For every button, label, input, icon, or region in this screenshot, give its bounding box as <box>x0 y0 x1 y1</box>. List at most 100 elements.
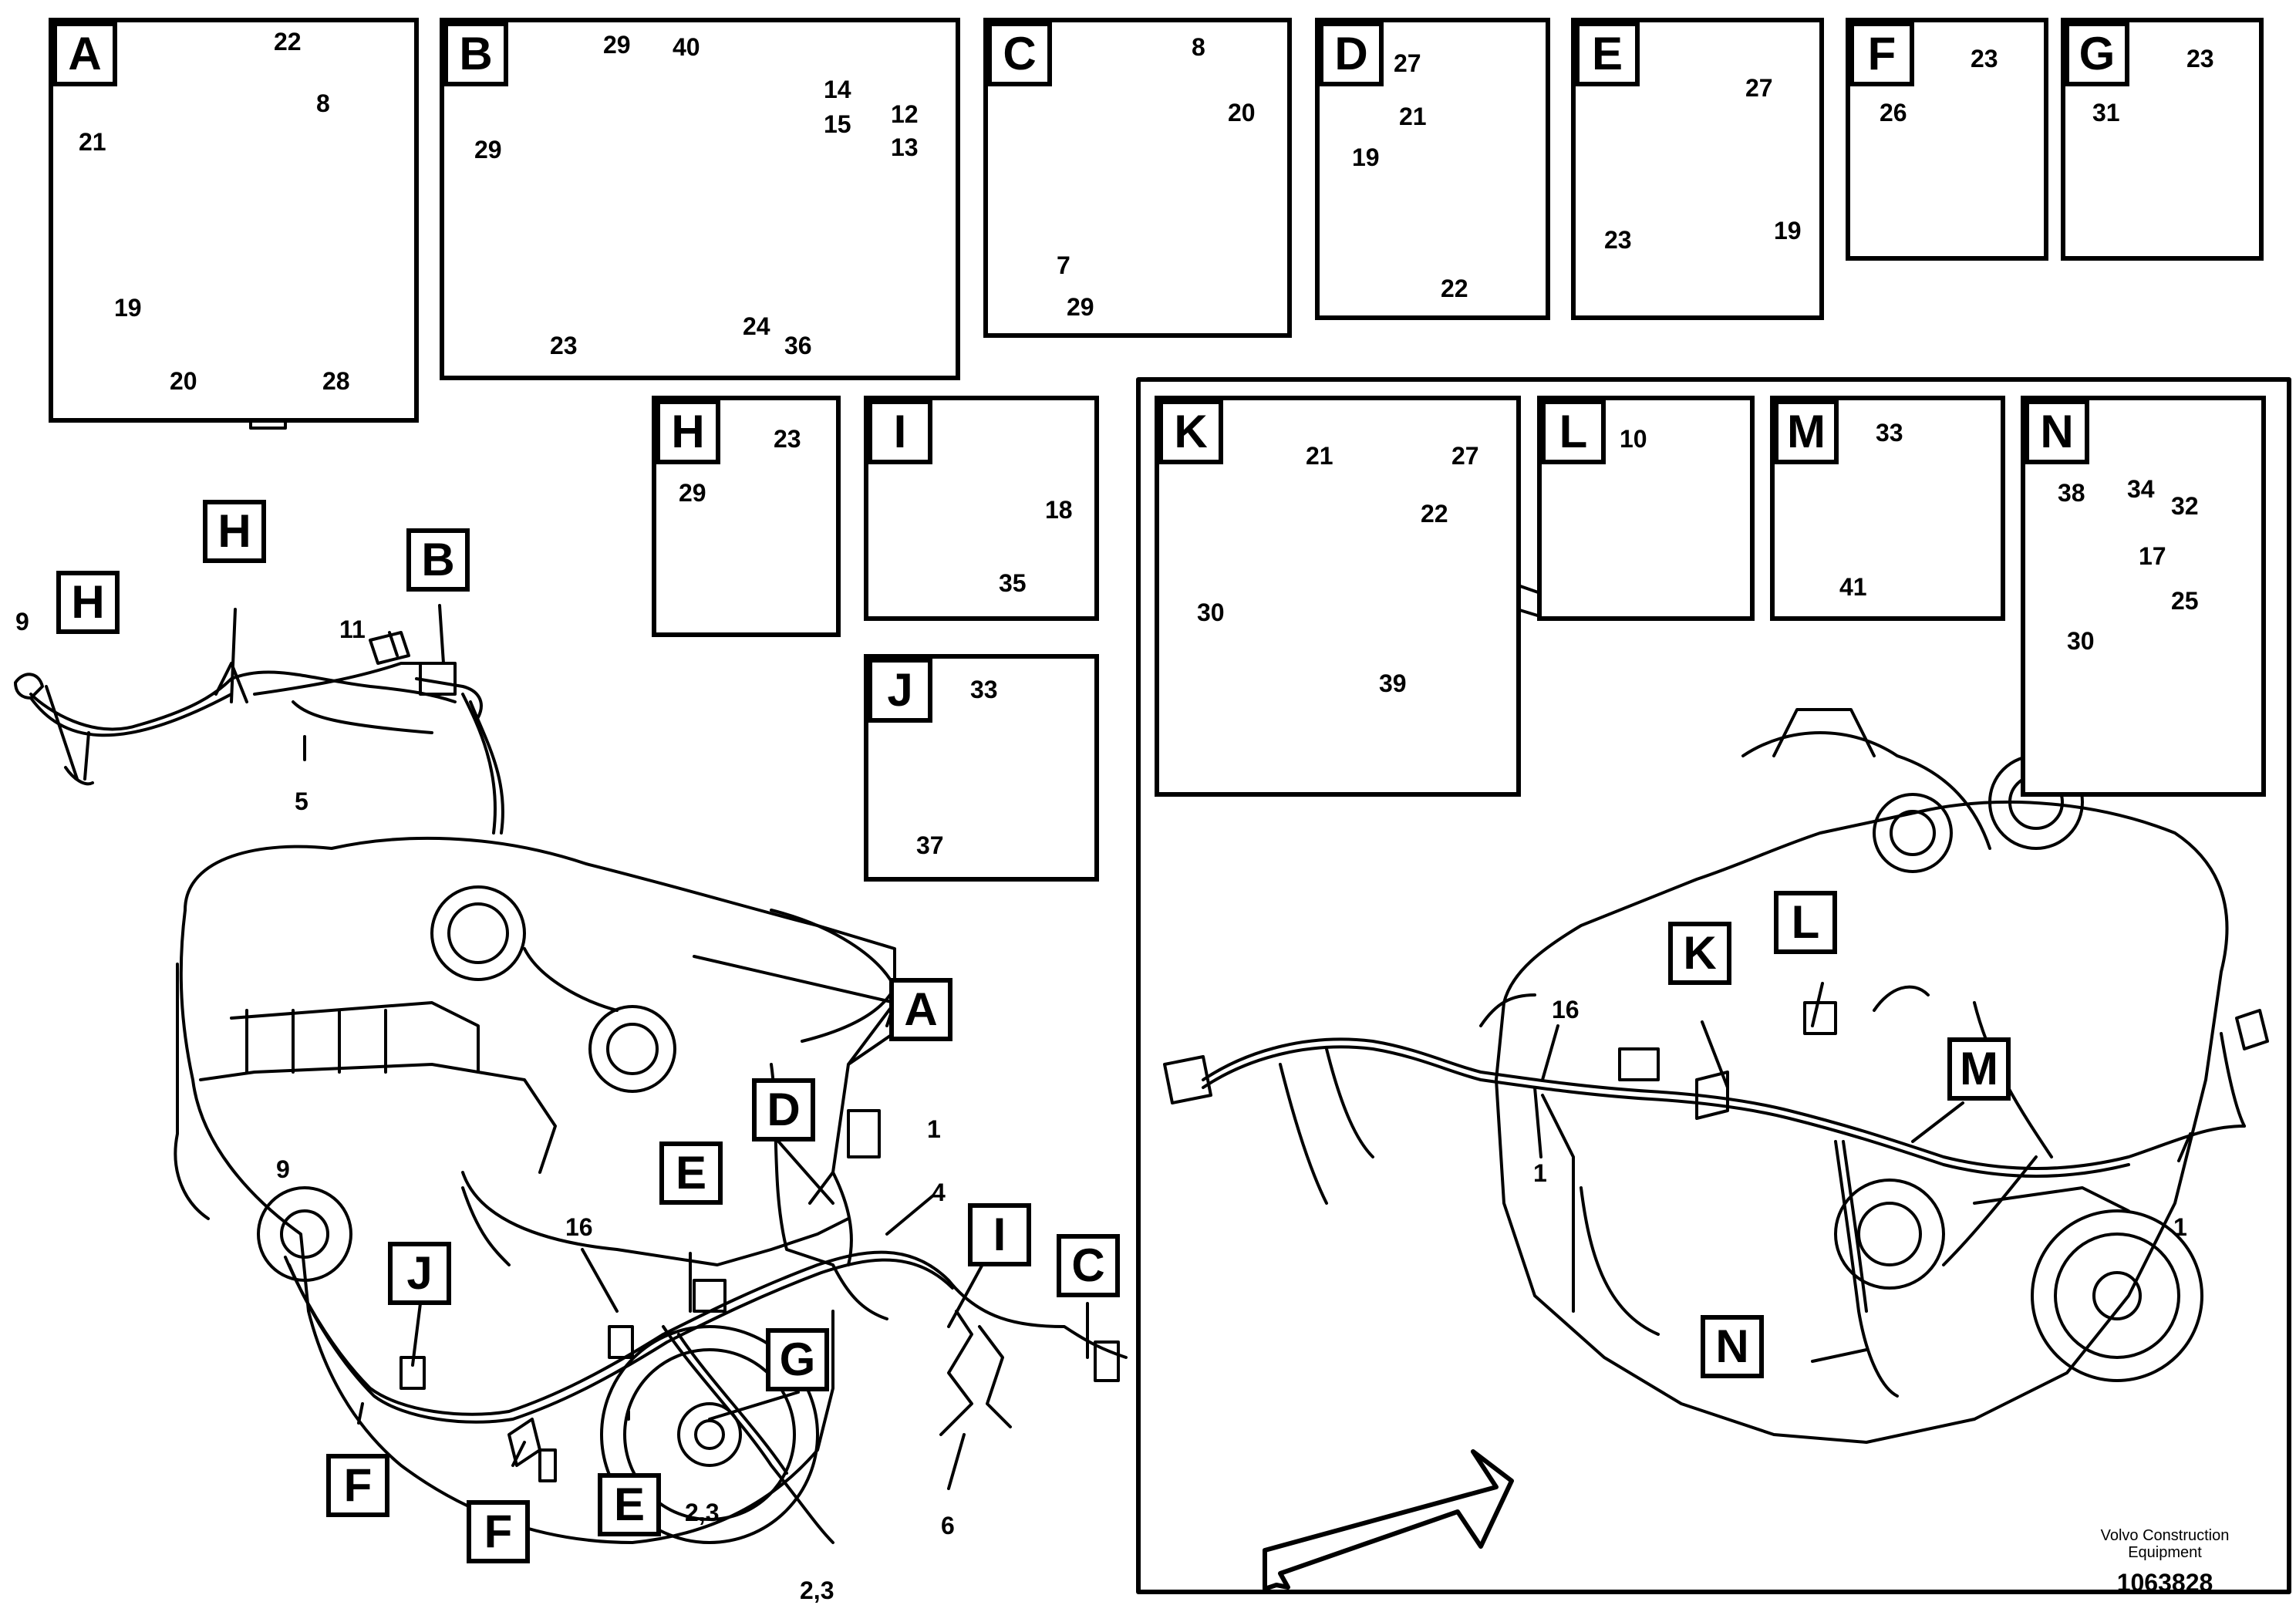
callout-a-28: 28 <box>322 367 350 395</box>
callout-k-21: 21 <box>1306 442 1333 470</box>
right-tag-m: M <box>1947 1037 2011 1101</box>
left-callout-23b: 2,3 <box>800 1576 834 1604</box>
callout-b-29b: 29 <box>474 136 502 164</box>
callout-b-40: 40 <box>673 33 700 61</box>
callout-b-12: 12 <box>891 100 919 128</box>
right-tag-l: L <box>1774 891 1837 954</box>
right-leaders <box>1533 982 2192 1363</box>
callout-d-27: 27 <box>1394 49 1421 77</box>
callout-a-21: 21 <box>79 128 106 156</box>
callout-b-23: 23 <box>550 332 578 359</box>
left-engine-art <box>14 631 1128 1544</box>
right-callout-16: 16 <box>1552 996 1580 1023</box>
callout-f-23: 23 <box>1971 45 1998 73</box>
callout-e-23: 23 <box>1604 226 1632 254</box>
callout-a-22: 22 <box>274 28 302 56</box>
left-callout-11: 11 <box>339 615 366 643</box>
callout-b-29a: 29 <box>603 31 631 59</box>
callout-h-29: 29 <box>679 479 706 507</box>
callout-e-19: 19 <box>1774 217 1802 244</box>
inset-a-letter: A <box>52 22 117 86</box>
left-tag-e1: E <box>659 1141 723 1205</box>
left-callout-23a: 2,3 <box>685 1499 720 1526</box>
callout-d-19: 19 <box>1352 143 1380 171</box>
callout-c-20: 20 <box>1228 99 1256 126</box>
left-tag-a: A <box>889 978 952 1041</box>
left-tag-i: I <box>968 1203 1031 1266</box>
left-tag-e2: E <box>598 1473 661 1536</box>
publisher-line2: Equipment <box>2128 1544 2202 1561</box>
callout-m-33: 33 <box>1876 419 1903 447</box>
left-tag-f1: F <box>326 1454 389 1517</box>
callout-n-25: 25 <box>2171 587 2199 615</box>
inset-i-letter: I <box>868 400 932 464</box>
left-callout-6: 6 <box>941 1512 955 1539</box>
callout-a-20: 20 <box>170 367 197 395</box>
callout-h-23: 23 <box>774 425 801 453</box>
left-tag-h2: H <box>203 500 266 563</box>
left-tag-f2: F <box>467 1500 530 1563</box>
document-number: 1063828 <box>2116 1569 2213 1597</box>
callout-a-19: 19 <box>114 294 142 322</box>
inset-j-letter: J <box>868 658 932 723</box>
right-callout-1a: 1 <box>1533 1159 1547 1187</box>
left-callout-9a: 9 <box>15 608 29 636</box>
callout-n-34: 34 <box>2127 475 2155 503</box>
callout-f-26: 26 <box>1880 99 1907 126</box>
left-tag-c: C <box>1057 1234 1120 1297</box>
callout-b-36: 36 <box>784 332 812 359</box>
callout-i-18: 18 <box>1045 496 1073 524</box>
callout-b-15: 15 <box>824 110 851 138</box>
callout-i-35: 35 <box>999 569 1027 597</box>
inset-b-letter: B <box>443 22 508 86</box>
callout-l-10: 10 <box>1620 425 1647 453</box>
left-tag-d: D <box>752 1078 815 1141</box>
inset-m-letter: M <box>1774 400 1839 464</box>
right-tag-n: N <box>1701 1315 1764 1378</box>
inset-c-letter: C <box>987 22 1052 86</box>
callout-g-31: 31 <box>2092 99 2120 126</box>
callout-a-8: 8 <box>316 89 330 117</box>
callout-b-14: 14 <box>824 76 851 103</box>
publisher-line1: Volvo Construction <box>2100 1527 2230 1544</box>
callout-k-27: 27 <box>1451 442 1479 470</box>
left-tag-b: B <box>406 528 470 592</box>
callout-b-13: 13 <box>891 133 919 161</box>
callout-k-30: 30 <box>1197 599 1225 626</box>
callout-j-37: 37 <box>916 831 944 859</box>
callout-k-39: 39 <box>1379 669 1407 697</box>
left-tag-g: G <box>766 1328 829 1391</box>
callout-k-22: 22 <box>1421 500 1448 528</box>
callout-b-24: 24 <box>743 312 770 340</box>
inset-h-letter: H <box>656 400 720 464</box>
callout-g-23: 23 <box>2186 45 2214 73</box>
inset-i <box>864 396 1099 621</box>
callout-e-27: 27 <box>1745 74 1773 102</box>
inset-b <box>440 18 960 380</box>
inset-e-letter: E <box>1575 22 1640 86</box>
left-callout-9b: 9 <box>276 1155 290 1183</box>
callout-n-32: 32 <box>2171 492 2199 520</box>
left-callout-4: 4 <box>932 1179 946 1206</box>
callout-d-22: 22 <box>1441 275 1468 302</box>
callout-n-17: 17 <box>2139 542 2166 570</box>
left-callout-16: 16 <box>565 1213 593 1241</box>
inset-g-letter: G <box>2065 22 2129 86</box>
callout-n-38: 38 <box>2058 479 2085 507</box>
callout-n-30: 30 <box>2067 627 2095 655</box>
callout-m-41: 41 <box>1839 573 1867 601</box>
callout-c-8: 8 <box>1192 33 1205 61</box>
inset-n-letter: N <box>2025 400 2089 464</box>
callout-j-33: 33 <box>970 676 998 703</box>
callout-d-21: 21 <box>1399 103 1427 130</box>
right-engine-art <box>1136 377 2291 1594</box>
inset-d-letter: D <box>1319 22 1384 86</box>
callout-c-29: 29 <box>1067 293 1094 321</box>
inset-f-letter: F <box>1849 22 1914 86</box>
left-tag-h1: H <box>56 571 120 634</box>
right-tag-k: K <box>1668 922 1731 985</box>
right-callout-1b: 1 <box>2173 1213 2187 1241</box>
left-tag-j: J <box>388 1242 451 1305</box>
inset-l-letter: L <box>1541 400 1606 464</box>
